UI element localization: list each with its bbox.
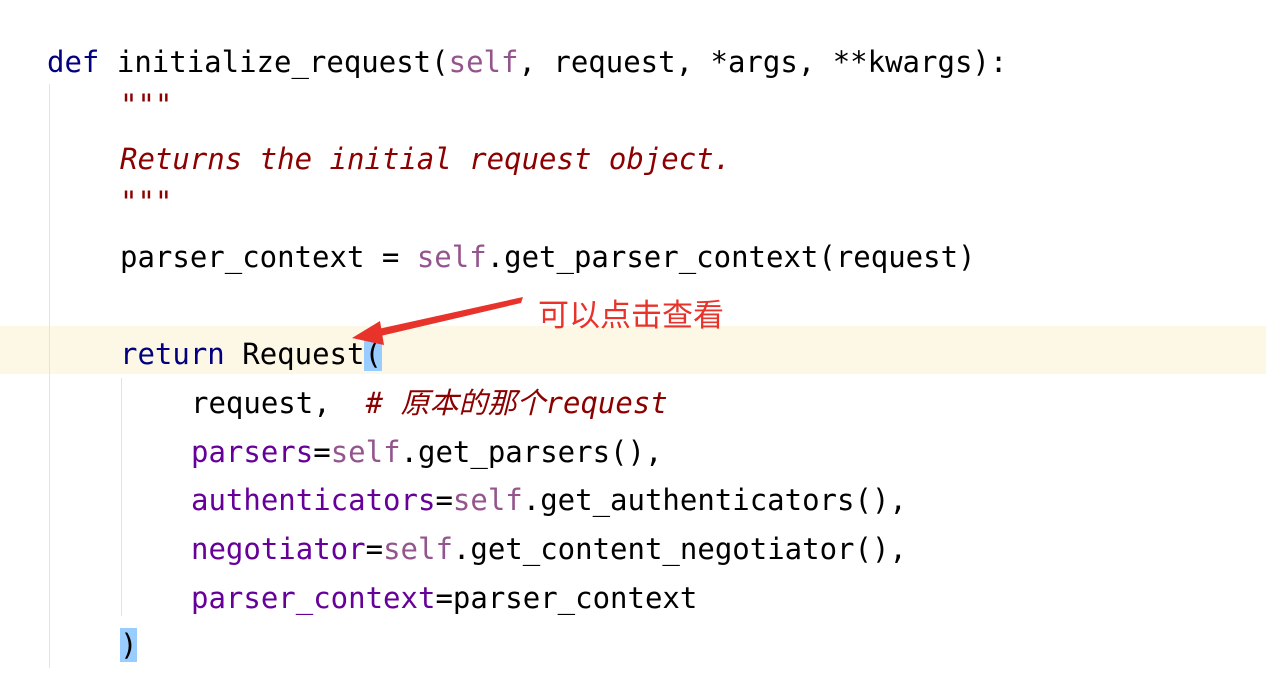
code-line-arg-request[interactable]: request, # 原本的那个request — [191, 382, 668, 424]
annotation-text: 可以点击查看 — [538, 298, 724, 334]
code-line-parser-context-kwarg[interactable]: parser_context=parser_context — [191, 577, 697, 619]
matched-close-paren: ) — [120, 628, 138, 662]
indent-guide — [49, 84, 50, 668]
kwarg-value: =parser_context — [435, 581, 698, 615]
docstring-close: """ — [120, 185, 173, 219]
matched-open-paren: ( — [364, 337, 382, 371]
arg-request: request, — [191, 386, 331, 420]
self-ref: self — [330, 435, 401, 469]
self-ref: self — [383, 532, 453, 566]
keyword-return: return — [120, 337, 225, 371]
method-call: .get_parser_context(request) — [486, 240, 976, 274]
caret-line-highlight — [0, 326, 1266, 374]
code-line-negotiator[interactable]: negotiator=self.get_content_negotiator()… — [191, 528, 907, 570]
function-name: initialize_request — [116, 45, 432, 79]
keyword-def: def — [47, 45, 100, 79]
request-class-link[interactable]: Request — [242, 337, 365, 371]
kwarg-parser-context: parser_context — [191, 581, 436, 615]
docstring-open: """ — [120, 88, 173, 122]
code-line-authenticators[interactable]: authenticators=self.get_authenticators()… — [191, 479, 907, 521]
docstring-text: Returns the initial request object. — [120, 142, 732, 176]
indent-guide — [121, 378, 122, 616]
paren: ( — [431, 45, 449, 79]
inline-comment: # 原本的那个request — [365, 386, 668, 420]
equals: = — [313, 435, 331, 469]
method-call: .get_content_negotiator(), — [452, 532, 907, 566]
self-ref: self — [452, 483, 523, 517]
equals: = — [435, 483, 453, 517]
self-ref: self — [416, 240, 487, 274]
code-line-parser-context[interactable]: parser_context = self.get_parser_context… — [120, 236, 976, 278]
code-line-def[interactable]: def initialize_request(self, request, *a… — [47, 41, 1007, 83]
kwarg-authenticators: authenticators — [191, 483, 436, 517]
kwarg-parsers: parsers — [191, 435, 314, 469]
assignment-lhs: parser_context = — [120, 240, 417, 274]
code-line-return[interactable]: return Request( — [120, 333, 382, 375]
code-line-parsers[interactable]: parsers=self.get_parsers(), — [191, 431, 662, 473]
method-call: .get_parsers(), — [400, 435, 663, 469]
method-call: .get_authenticators(), — [522, 483, 907, 517]
params: , request, *args, **kwargs): — [518, 45, 1008, 79]
kwarg-negotiator: negotiator — [191, 532, 366, 566]
equals: = — [365, 532, 384, 566]
code-line-close[interactable]: ) — [120, 624, 138, 666]
self-param: self — [448, 45, 519, 79]
